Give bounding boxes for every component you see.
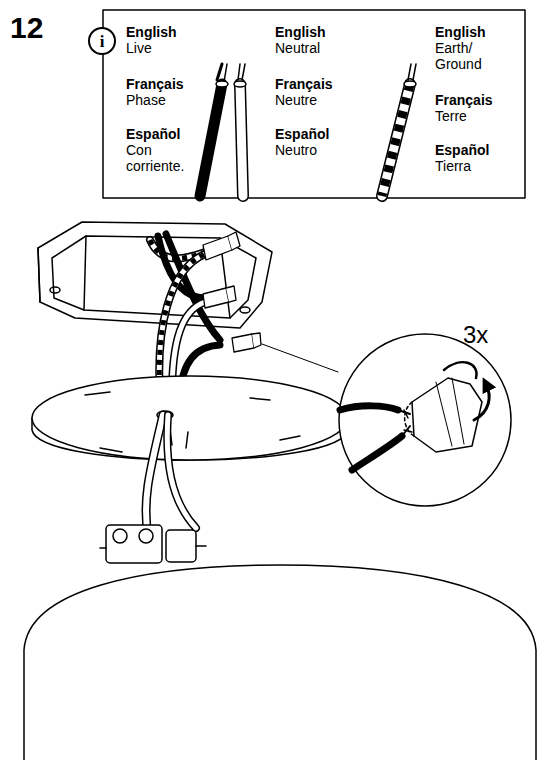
zoom-leader xyxy=(262,344,338,372)
wire-name: Terre xyxy=(435,108,467,124)
info-box xyxy=(103,10,525,198)
earth-wire-sample xyxy=(382,64,416,196)
language-name: Français xyxy=(275,76,333,92)
icon-letter: i xyxy=(100,33,105,50)
quantity-label: 3x xyxy=(463,322,488,348)
language-name: English xyxy=(126,24,177,40)
wire-name: Neutro xyxy=(275,142,317,158)
wire-name: Neutral xyxy=(275,40,320,56)
language-name: Français xyxy=(435,92,493,108)
lamp-cord xyxy=(146,415,196,535)
language-name: Français xyxy=(126,76,184,92)
lamp-shade xyxy=(24,565,536,760)
wire-name: Tierra xyxy=(435,158,471,174)
zoom-detail xyxy=(339,334,511,506)
live-wire-sample xyxy=(200,64,228,196)
language-name: English xyxy=(435,24,486,40)
wire-name: Neutre xyxy=(275,92,317,108)
junction-box xyxy=(38,222,272,328)
lamp-fitting xyxy=(100,525,206,563)
language-name: English xyxy=(275,24,326,40)
wire-nuts xyxy=(203,232,261,352)
wire-name: Con corriente. xyxy=(126,142,196,174)
language-name: Español xyxy=(435,142,489,158)
wire-name: Earth/ Ground xyxy=(435,40,495,72)
wire-name: Live xyxy=(126,40,152,56)
wire-name: Phase xyxy=(126,92,166,108)
language-name: Español xyxy=(275,126,329,142)
info-icon: i xyxy=(88,27,116,55)
step-number: 12 xyxy=(10,12,43,44)
ceiling-canopy xyxy=(32,376,348,460)
language-name: Español xyxy=(126,126,180,142)
neutral-wire-sample xyxy=(234,64,246,196)
